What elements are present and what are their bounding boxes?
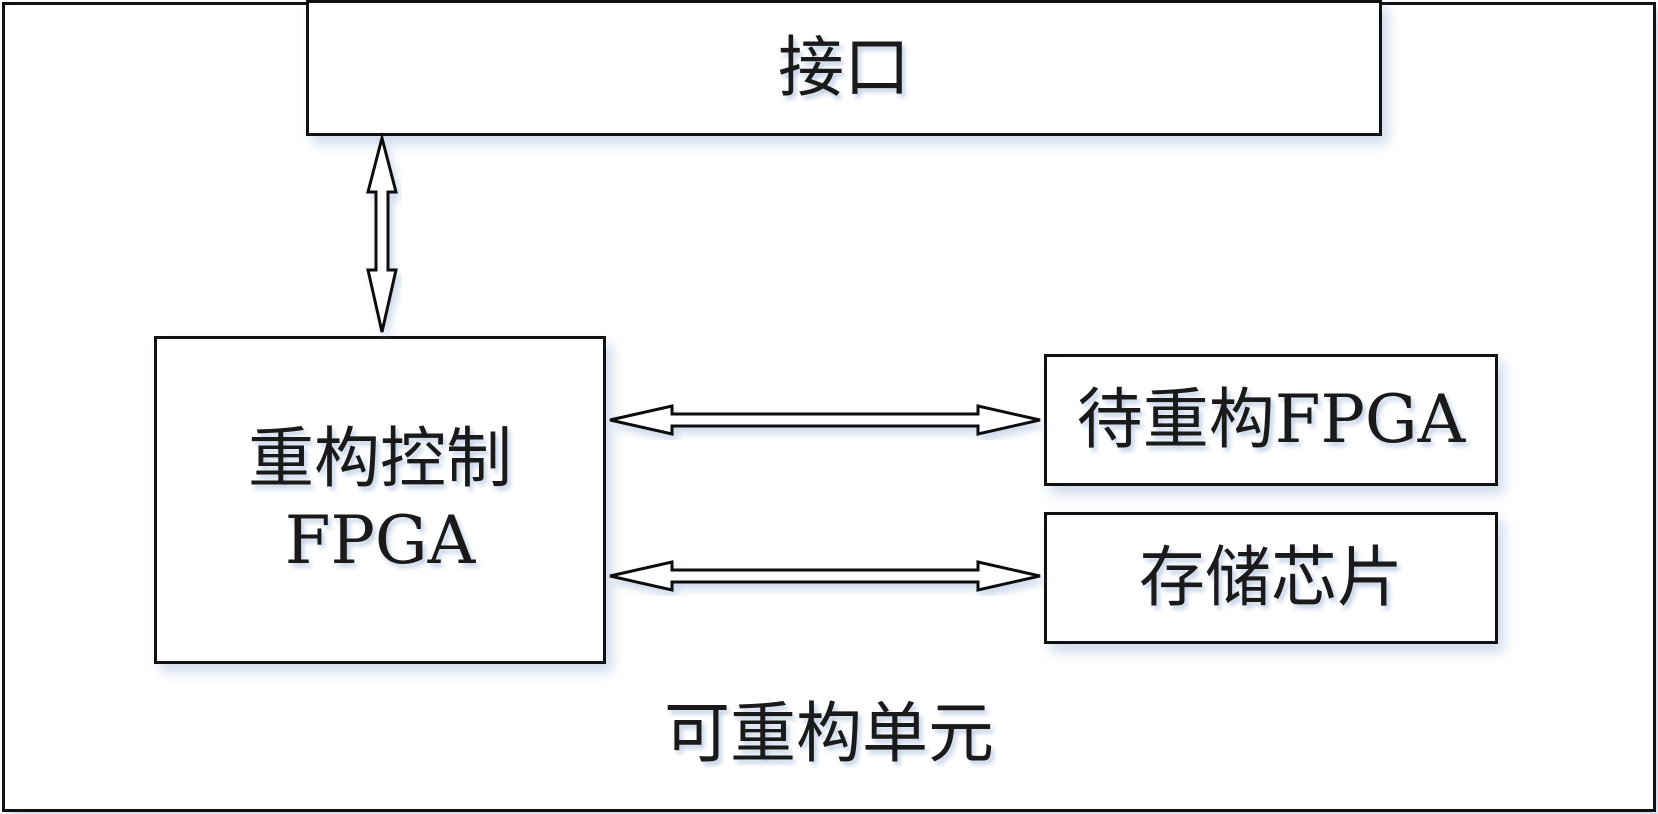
target-fpga-label: 待重构FPGA	[1076, 380, 1466, 458]
diagram-caption: 可重构单元	[664, 695, 994, 772]
storage-chip-label: 存储芯片	[1139, 538, 1403, 616]
interface-label: 接口	[778, 28, 910, 106]
controller-label-line1: 重构控制	[248, 419, 512, 497]
storage-chip-box: 存储芯片	[1044, 512, 1498, 644]
controller-fpga-box: 重构控制 FPGA	[154, 336, 606, 664]
arrow-controller-storage	[609, 560, 1041, 592]
arrow-interface-controller	[366, 132, 398, 333]
interface-box: 接口	[306, 0, 1382, 136]
target-fpga-box: 待重构FPGA	[1044, 354, 1498, 486]
arrow-controller-target	[609, 404, 1041, 436]
controller-label-line2: FPGA	[284, 502, 476, 579]
